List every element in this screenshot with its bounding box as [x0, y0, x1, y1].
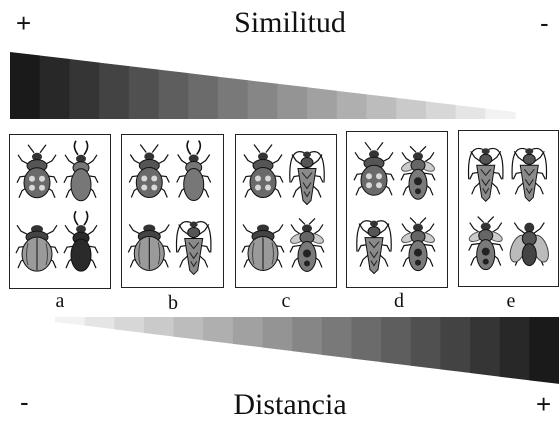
- plus-sign-top: +: [16, 8, 32, 38]
- similarity-gradient-step: [69, 59, 100, 119]
- distance-heading: Distancia: [233, 388, 347, 421]
- similarity-gradient-step: [485, 108, 516, 119]
- similarity-gradient-step: [158, 69, 189, 119]
- similarity-gradient-step: [336, 90, 368, 119]
- beetle-insect-illustration: [16, 144, 58, 199]
- similarity-gradient-step: [128, 66, 160, 119]
- similarity-gradient-step: [247, 80, 278, 119]
- wasp-insect-illustration: [289, 218, 325, 272]
- distance-gradient-step: [292, 317, 323, 355]
- panel-a: [9, 134, 111, 289]
- longhorn-insect-illustration: [289, 151, 325, 206]
- distance-gradient-step: [499, 317, 530, 381]
- panel-d: [346, 131, 448, 288]
- distance-gradient-step: [262, 317, 293, 352]
- panel-label-a: a: [55, 290, 65, 312]
- panel-e: [458, 130, 559, 287]
- similarity-gradient-step: [10, 52, 41, 119]
- distance-gradient-step: [529, 317, 559, 384]
- wasp-insect-illustration: [400, 145, 436, 200]
- stag-insect-illustration: [63, 140, 99, 202]
- panel-b: [121, 134, 224, 288]
- similarity-heading: Similitud: [234, 6, 346, 39]
- insect-grid: [467, 147, 549, 271]
- plus-sign-bottom: +: [536, 389, 552, 419]
- similarity-gradient-step: [188, 73, 219, 119]
- distance-gradient-step: [470, 317, 501, 377]
- distance-gradient-step: [173, 317, 204, 341]
- panel-label-c: c: [281, 290, 291, 312]
- distance-gradient-step: [143, 317, 175, 337]
- distance-gradient-step: [351, 317, 382, 363]
- distance-gradient-step: [232, 317, 264, 348]
- insect-grid: [353, 141, 436, 275]
- similarity-gradient-step: [217, 76, 249, 119]
- wasp-insect-illustration: [400, 217, 436, 272]
- insect-grid: [127, 140, 212, 276]
- similarity-gradient-step: [455, 104, 486, 119]
- longhorn-insect-illustration: [175, 221, 212, 276]
- minus-sign-bottom: -: [20, 387, 29, 417]
- similarity-gradient-step: [396, 97, 427, 119]
- wasp-insect-illustration: [468, 216, 504, 271]
- scarab-insect-illustration: [15, 224, 59, 272]
- longhorn-insect-illustration: [511, 147, 548, 203]
- longhorn-insect-illustration: [467, 147, 504, 203]
- distance-gradient-step: [114, 317, 145, 333]
- scarab-insect-illustration: [241, 224, 285, 271]
- panel-c: [235, 134, 337, 288]
- stag-insect-illustration: [176, 140, 212, 202]
- similarity-gradient-step: [307, 87, 338, 119]
- distance-gradient-step: [381, 317, 412, 366]
- longhorn-insect-illustration: [356, 220, 392, 275]
- stag-dark-insect-illustration: [63, 210, 99, 272]
- panel-label-e: e: [506, 290, 516, 312]
- insect-grid: [241, 144, 325, 272]
- similarity-gradient-step: [277, 83, 308, 119]
- similarity-gradient-step: [366, 94, 397, 119]
- panel-label-b: b: [168, 292, 178, 314]
- distance-gradient-step: [55, 317, 86, 326]
- insect-grid: [15, 140, 99, 272]
- distance-gradient-step: [440, 317, 471, 374]
- beetle-insect-illustration: [242, 144, 284, 199]
- scarab-insect-illustration: [127, 224, 171, 271]
- distance-gradient-step: [84, 317, 115, 330]
- panel-label-d: d: [394, 290, 404, 312]
- distance-gradient-step: [321, 317, 353, 359]
- fly-insect-illustration: [509, 222, 549, 267]
- similarity-gradient-step: [425, 101, 457, 119]
- beetle-insect-illustration: [128, 144, 170, 199]
- similarity-gradient-step: [39, 55, 71, 119]
- minus-sign-top: -: [540, 8, 549, 38]
- similarity-gradient-wedge: [10, 52, 516, 119]
- distance-gradient-step: [203, 317, 234, 344]
- distance-gradient-step: [410, 317, 442, 370]
- beetle-insect-illustration: [353, 141, 395, 196]
- similarity-gradient-step: [99, 62, 130, 119]
